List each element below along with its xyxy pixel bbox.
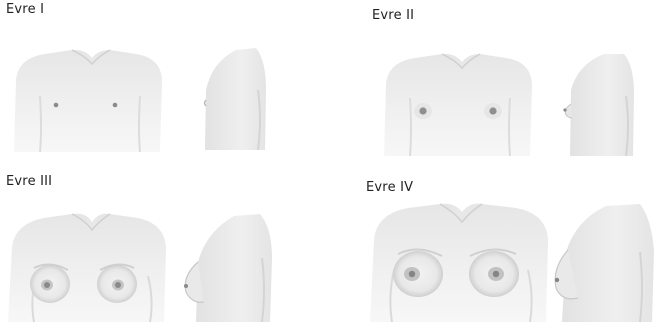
stage-2-side-figure <box>563 54 634 156</box>
stage-2-front-figure <box>384 54 532 156</box>
stage-3-front-figure <box>8 214 166 322</box>
stage-4-front-figure <box>370 204 548 322</box>
nipple-right <box>113 103 118 108</box>
stage-4-side-figure <box>555 204 654 322</box>
nipple-right <box>115 282 121 288</box>
nipple-left <box>419 107 426 114</box>
nipple-right <box>489 107 496 114</box>
nipple-left <box>409 271 415 277</box>
nipple-right <box>493 271 499 277</box>
stage-3-side-figure <box>184 214 272 322</box>
nipple-left <box>54 103 59 108</box>
stage-1-side-figure <box>205 48 267 150</box>
stage-1-front-figure <box>14 50 162 152</box>
nipple-left <box>44 282 50 288</box>
